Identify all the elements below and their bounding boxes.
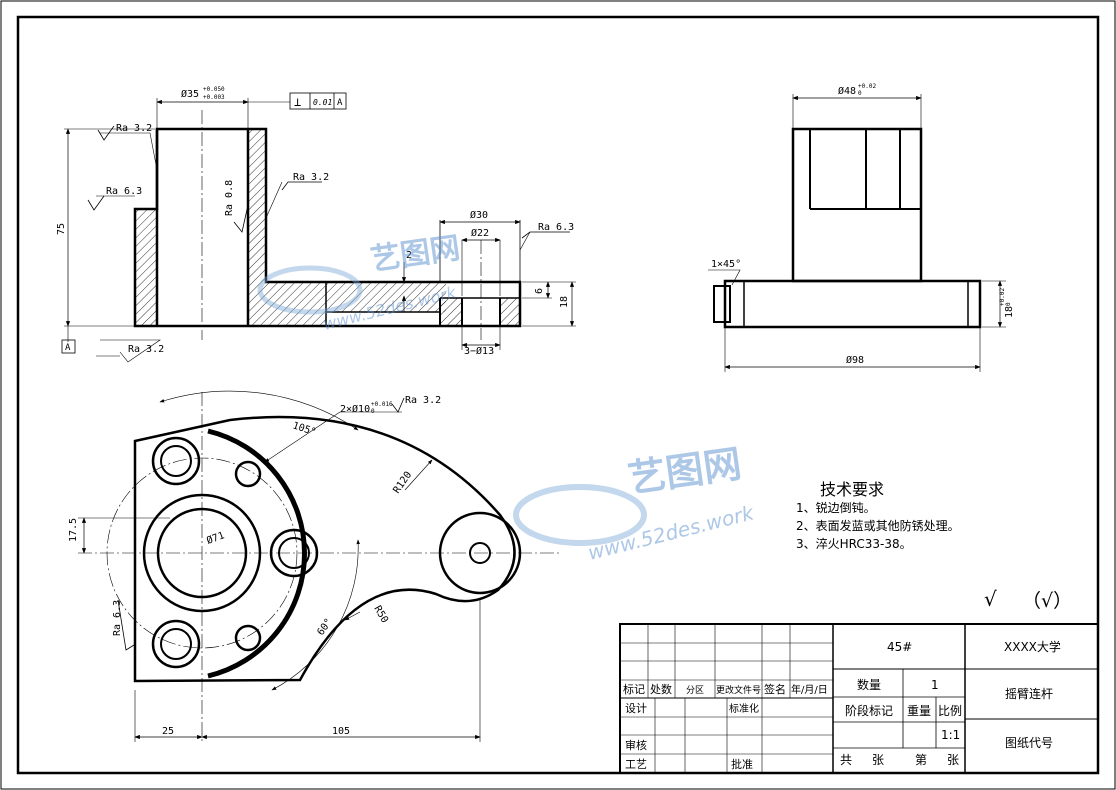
gtol-datum: A [337, 98, 343, 108]
tech-item-1: 1、锐边倒钝。 [796, 501, 876, 515]
dim-d35: Ø35 [181, 88, 199, 100]
dim-pins-tol-dn: 0 [371, 408, 375, 415]
dim-d22: Ø22 [471, 227, 489, 239]
tb-review: 审核 [625, 738, 647, 752]
tb-sheets: 张 [872, 753, 884, 767]
dim-a60: 60° [315, 617, 334, 638]
watermark-cn-b: 艺图网 [625, 441, 744, 500]
dim-h6: 6 [534, 288, 545, 294]
dim-w25: 25 [162, 726, 174, 737]
tb-scale: 1:1 [941, 728, 960, 742]
datum-a: A [65, 343, 71, 353]
roughness-ra63-a: Ra 6.3 [106, 186, 142, 197]
title-block [619, 623, 1099, 774]
tb-sheet: 张 [947, 753, 959, 767]
dim-holes: 3−Ø13 [464, 345, 494, 357]
tb-rev-mark: 标记 [623, 682, 645, 696]
dim-d48-tol: +0.02 [858, 83, 876, 90]
dim-r50: R50 [371, 604, 390, 625]
gtol-value: 0.01 [313, 98, 332, 107]
tb-qty-label: 数量 [857, 677, 881, 692]
tb-standard: 标准化 [729, 702, 759, 715]
tb-rev-doc: 更改文件号 [716, 684, 761, 696]
dim-h18tol-up: +0.02 [999, 288, 1006, 306]
tb-stage: 阶段标记 [845, 703, 893, 718]
roughness-ra32-b: Ra 3.2 [293, 172, 329, 183]
dim-h175: 17.5 [68, 518, 79, 542]
tb-rev-date: 年/月/日 [791, 683, 828, 696]
dim-d48-tol0: 0 [858, 90, 862, 97]
dim-h18tol-dn: 0 [1005, 302, 1012, 306]
tb-design: 设计 [625, 702, 647, 715]
watermark-cn-a: 艺图网 [368, 231, 462, 278]
roughness-ra63-b: Ra 6.3 [538, 222, 574, 233]
dim-h2: 2 [406, 250, 412, 261]
watermark-logo [257, 265, 647, 546]
dim-h18tol: 18 [1004, 306, 1015, 318]
gtol-symbol: ⊥ [294, 95, 301, 109]
roughness-ra32-c: Ra 3.2 [128, 344, 164, 355]
tb-weight: 重量 [907, 704, 931, 718]
tech-item-2: 2、表面发蓝或其他防锈处理。 [796, 518, 960, 533]
roughness-ra32-d: Ra 3.2 [405, 395, 441, 406]
tb-qty: 1 [931, 678, 939, 692]
tb-school: XXXX大学 [1004, 639, 1061, 654]
roughness-mark: √ [984, 587, 997, 611]
tech-title: 技术要求 [820, 480, 884, 499]
dim-chamfer: 1×45° [711, 259, 741, 270]
tb-part-name: 摇臂连杆 [1005, 686, 1053, 701]
tech-item-3: 3、淬火HRC33-38。 [796, 536, 912, 551]
tb-total: 共 [840, 753, 852, 767]
tb-process: 工艺 [625, 758, 647, 771]
tb-approve: 批准 [731, 757, 753, 771]
tb-drawing-no: 图纸代号 [1005, 736, 1053, 750]
tb-nth: 第 [915, 753, 927, 767]
tb-rev-sign: 签名 [764, 682, 786, 696]
front-section-view [61, 92, 576, 363]
tb-rev-zone: 分区 [686, 685, 704, 696]
dim-d98: Ø98 [846, 354, 864, 366]
dim-pins-tol-up: +0.016 [371, 401, 393, 408]
tb-rev-count: 处数 [650, 683, 672, 696]
plan-view [78, 390, 560, 742]
dim-h18: 18 [559, 296, 570, 308]
dim-d71: Ø71 [205, 529, 226, 546]
dim-h75: 75 [56, 223, 67, 235]
roughness-ra32-a: Ra 3.2 [116, 123, 152, 134]
side-view [708, 94, 1006, 372]
dim-d30: Ø30 [470, 209, 488, 221]
roughness-ra63-c: Ra 6.3 [112, 600, 123, 636]
dim-r120: R120 [391, 470, 414, 496]
dim-pins: 2×Ø10 [340, 403, 370, 415]
inner-frame [16, 15, 1100, 775]
tb-material: 45# [887, 640, 912, 654]
watermark-url-b: www.52des.work [585, 500, 757, 565]
roughness-paren: （√） [1022, 590, 1072, 612]
dim-d35-tol-dn: +0.003 [203, 94, 225, 101]
roughness-ra08: Ra 0.8 [224, 180, 235, 216]
tb-scale-label: 比例 [938, 704, 962, 718]
dim-d35-tol-up: +0.050 [203, 86, 225, 93]
dim-d48: Ø48 [838, 85, 856, 97]
dim-w105: 105 [332, 726, 350, 737]
